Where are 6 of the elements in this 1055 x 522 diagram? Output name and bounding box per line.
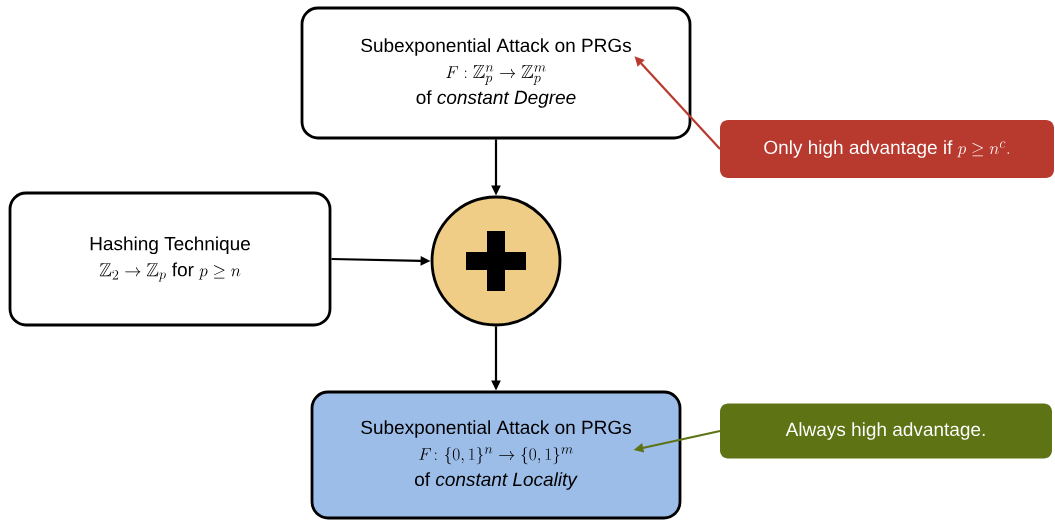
process-box: Hashing Technique $\mathbb{Z}_2 \to \mathbb{Z}_p$ for $p \geq n$ bbox=[8, 191, 332, 327]
result-box: Subexponential Attack on PRGs $F\colon \{0,1\}^n \to \{0,1\}^m$ of constant Locality bbox=[310, 390, 682, 520]
callout-box: Always high advantage. bbox=[720, 403, 1052, 459]
callout-box: Only high advantage if $p \geq n^{c}.$ bbox=[720, 120, 1054, 178]
plus-circle bbox=[430, 195, 562, 327]
process-box: Subexponential Attack on PRGs $F : \mathbb{Z}_p^n \to \mathbb{Z}_p^m$ of constant Degree bbox=[300, 6, 692, 140]
